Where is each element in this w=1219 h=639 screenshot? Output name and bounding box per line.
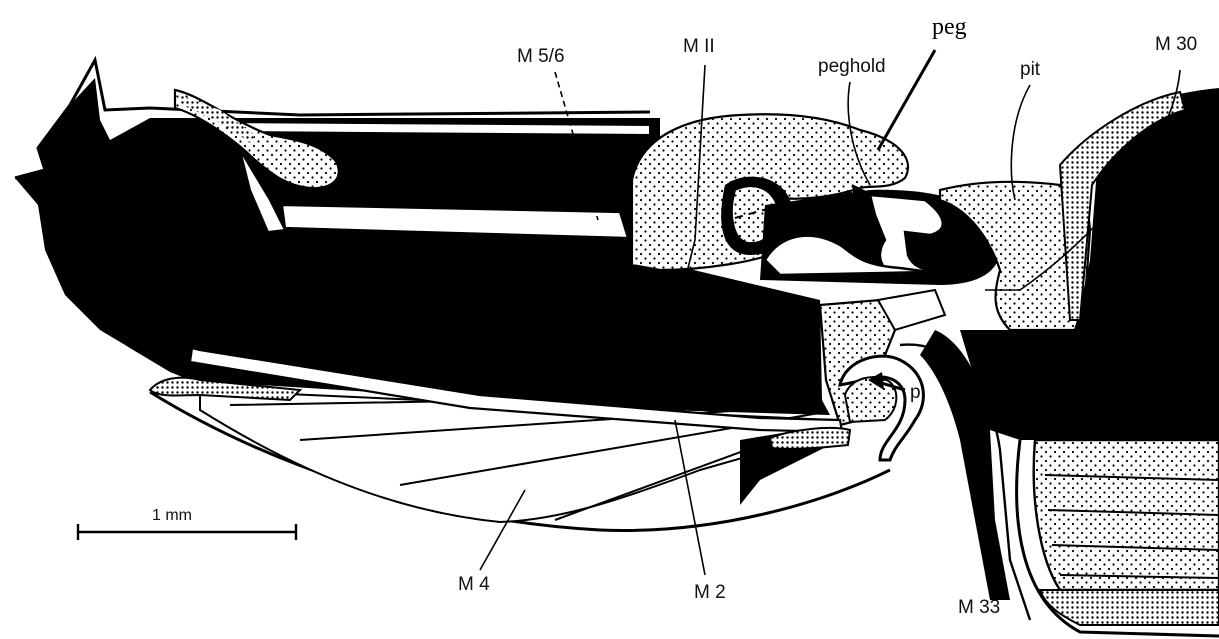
label-m11: M II	[683, 36, 715, 57]
label-m4: M 4	[458, 574, 490, 595]
label-peg: peg	[932, 14, 967, 40]
label-m33: M 33	[958, 597, 1000, 618]
label-peghold: peghold	[818, 56, 886, 77]
dorsal-strip	[220, 122, 650, 135]
label-m5-6: M 5/6	[517, 46, 565, 67]
label-pit: pit	[1020, 59, 1041, 80]
label-p: p	[910, 382, 921, 403]
label-m2: M 2	[694, 582, 726, 603]
label-m30: M 30	[1155, 34, 1197, 55]
label-scale: 1 mm	[152, 507, 192, 524]
abdomen-base	[1040, 590, 1219, 625]
leader-peg	[878, 50, 935, 150]
scale-bar	[78, 524, 296, 540]
